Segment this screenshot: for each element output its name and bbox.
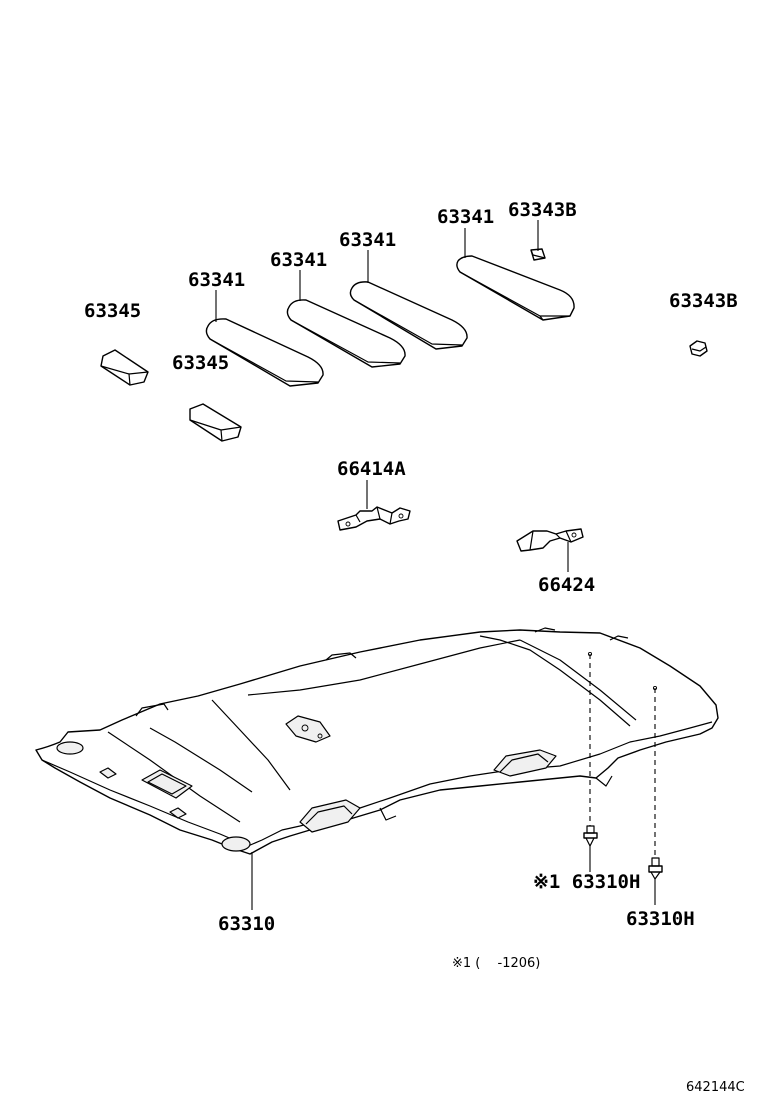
label-66414a: 66414A [337, 458, 406, 480]
label-63345-b: 63345 [172, 352, 229, 374]
bracket-66414a[interactable] [337, 506, 411, 531]
label-63310: 63310 [218, 913, 275, 935]
silencer-pad-63341-c[interactable] [286, 299, 406, 368]
label-66424: 66424 [538, 574, 595, 596]
footnote: ※1 ( -1206) [452, 956, 540, 971]
silencer-pad-63341-b[interactable] [349, 281, 468, 350]
clip-63310h-b[interactable] [648, 857, 663, 880]
pad-63345-a[interactable] [100, 349, 149, 386]
bracket-66424[interactable] [516, 528, 584, 552]
silencer-pad-63341-a[interactable] [456, 255, 575, 321]
pad-63345-b[interactable] [189, 403, 242, 442]
leader-lines [215, 220, 658, 910]
label-63341-a: 63341 [437, 206, 494, 228]
label-63343b-a: 63343B [508, 199, 577, 221]
clip-63310h-a[interactable] [583, 825, 598, 847]
label-63341-d: 63341 [188, 269, 245, 291]
label-63341-c: 63341 [270, 249, 327, 271]
clip-63343b-b[interactable] [689, 340, 708, 357]
roof-headliner-63310[interactable] [35, 627, 719, 855]
label-63345-a: 63345 [84, 300, 141, 322]
diagram-code: 642144C [686, 1080, 745, 1095]
label-63310h-b: 63310H [626, 908, 695, 930]
label-63310h-a: ※1 63310H [533, 871, 640, 893]
label-63343b-b: 63343B [669, 290, 738, 312]
label-63341-b: 63341 [339, 229, 396, 251]
clip-63343b-a[interactable] [530, 248, 546, 261]
